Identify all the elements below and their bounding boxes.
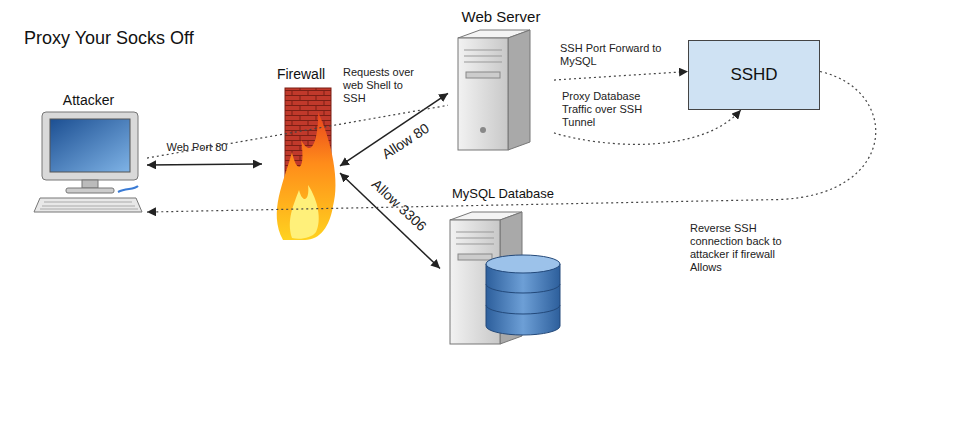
database-node: MySQL Database xyxy=(440,186,566,346)
attacker-node: Attacker xyxy=(30,92,147,215)
diagram-title: Proxy Your Socks Off xyxy=(24,28,194,49)
node-label: Firewall xyxy=(262,66,340,83)
firewall-node: Firewall xyxy=(262,66,340,242)
web-server-node: Web Server xyxy=(448,8,554,155)
web-server-tower xyxy=(458,30,530,150)
node-label: Web Server xyxy=(448,8,554,26)
solid-connector xyxy=(340,93,448,166)
edge-label: Reverse SSH connection back to attacker … xyxy=(690,222,802,274)
edge-label: Web Port 80 xyxy=(167,141,228,154)
edge-label: Allow 80 xyxy=(378,120,431,162)
edge-label: Proxy Database Traffic over SSH Tunnel xyxy=(562,90,658,129)
dotted-connector xyxy=(554,72,688,81)
firewall-icon xyxy=(277,88,336,240)
edge-label: SSH Port Forward to MySQL xyxy=(560,42,680,68)
solid-connector xyxy=(340,173,440,269)
solid-connector xyxy=(147,163,262,165)
edge-label: Requests over web Shell to SSH xyxy=(343,66,427,105)
attacker-computer xyxy=(34,112,142,212)
node-label: Attacker xyxy=(30,92,147,109)
box-text: SSHD xyxy=(730,65,777,85)
node-label: MySQL Database xyxy=(440,186,566,202)
database-server xyxy=(450,212,560,344)
edge-label: Allow 3306 xyxy=(368,176,429,234)
sshd-box: SSHD xyxy=(688,40,820,110)
